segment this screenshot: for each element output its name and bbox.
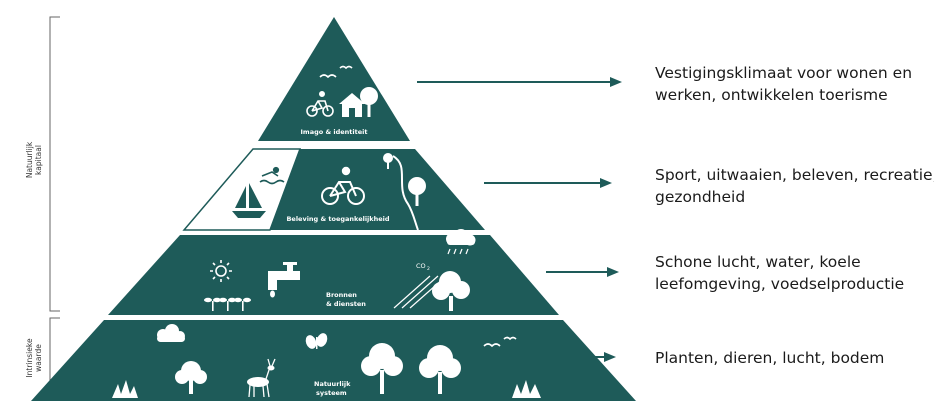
layer-3-label-line-2: & diensten bbox=[326, 300, 366, 308]
tree-icon bbox=[361, 343, 403, 394]
layer-1-shape bbox=[258, 17, 410, 141]
cyclist-icon bbox=[321, 166, 365, 205]
side-label-natuurlijk-kapitaal: Natuurlijk kapitaal bbox=[25, 141, 43, 179]
rain-cloud-icon bbox=[446, 229, 476, 255]
path-icon bbox=[392, 155, 419, 231]
tree-icon bbox=[432, 271, 470, 311]
butterfly-icon bbox=[305, 333, 328, 349]
layer-2-white-panel bbox=[184, 149, 300, 230]
side-label-intrinsieke-waarde: Intrinsieke waarde bbox=[25, 338, 43, 378]
description-layer-1: Vestigingsklimaat voor wonen en werken, … bbox=[655, 64, 913, 104]
house-icon bbox=[339, 93, 365, 117]
tree-icon bbox=[419, 345, 461, 394]
tree-icon bbox=[408, 177, 426, 206]
description-layer-2: Sport, uitwaaien, beleven, recreatie, ge… bbox=[655, 166, 934, 206]
arrow-4 bbox=[591, 352, 616, 362]
grass-icon bbox=[512, 380, 541, 398]
arrow-1 bbox=[417, 77, 622, 87]
deer-icon bbox=[247, 358, 276, 398]
tree-icon bbox=[383, 153, 393, 169]
birds-icon bbox=[483, 336, 517, 348]
layer-bronnen-diensten: Bronnen & diensten CO 2 bbox=[108, 229, 559, 315]
birds-icon bbox=[319, 65, 353, 79]
sailboat-icon bbox=[232, 183, 266, 218]
tap-icon bbox=[268, 262, 300, 298]
swimmer-icon bbox=[259, 166, 285, 185]
layer-beleving-toegankelijkheid: Beleving & toegankelijkheid bbox=[182, 148, 485, 231]
svg-text:CO: CO bbox=[416, 262, 426, 270]
layer-2-label: Beleving & toegankelijkheid bbox=[286, 215, 389, 223]
cloud-icon bbox=[157, 324, 185, 342]
sun-icon bbox=[210, 260, 232, 282]
layer-4-label-line-1: Natuurlijk bbox=[314, 380, 351, 388]
sprouts-icon bbox=[204, 297, 251, 311]
grass-icon bbox=[112, 380, 138, 398]
tree-icon bbox=[360, 87, 378, 117]
bracket-natuurlijk-kapitaal bbox=[49, 16, 60, 312]
svg-text:2: 2 bbox=[427, 266, 430, 272]
description-layer-4: Planten, dieren, lucht, bodem bbox=[655, 349, 885, 367]
description-layer-3: Schone lucht, water, koele leefomgeving,… bbox=[655, 253, 905, 293]
arrow-2 bbox=[484, 178, 612, 188]
layer-4-label-line-2: systeem bbox=[316, 389, 347, 397]
cyclist-icon bbox=[306, 91, 334, 117]
layer-3-label-line-1: Bronnen bbox=[326, 291, 357, 299]
tree-icon bbox=[175, 361, 207, 394]
co2-icon: CO 2 bbox=[416, 262, 430, 272]
layer-imago-identiteit: Imago & identiteit bbox=[258, 17, 410, 141]
layer-1-label: Imago & identiteit bbox=[301, 128, 368, 136]
layer-natuurlijk-systeem: Natuurlijk systeem bbox=[31, 320, 636, 401]
arrow-3 bbox=[546, 267, 619, 277]
